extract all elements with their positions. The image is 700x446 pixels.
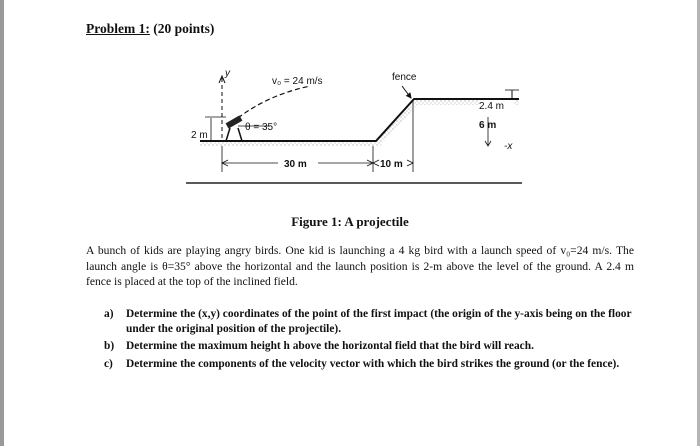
right-border [697, 0, 700, 446]
launch-height-marker [205, 116, 226, 140]
fence-label: fence [392, 72, 417, 83]
figure-caption: Figure 1: A projectile [291, 214, 409, 229]
y-axis-label: y [224, 68, 231, 79]
question-a: a) Determine the (x,y) coordinates of th… [104, 307, 636, 337]
question-b-text: Determine the maximum height h above the… [126, 340, 534, 353]
field-height-marker [484, 117, 492, 147]
dim-30m [221, 159, 374, 167]
launcher [225, 115, 270, 142]
problem-statement: A bunch of kids are playing angry birds.… [86, 244, 634, 288]
question-a-label: a) [104, 308, 114, 320]
problem-number: Problem 1: [86, 21, 150, 36]
question-c-label: c) [104, 357, 113, 370]
angle-label: θ = 35° [245, 122, 277, 133]
problem-points: (20 points) [149, 21, 215, 36]
left-border [0, 0, 4, 446]
question-a-text: Determine the (x,y) coordinates of the p… [126, 308, 632, 336]
fence-height-label: 2.4 m [479, 101, 504, 112]
velocity-label: v₀ = 24 m/s [272, 76, 323, 87]
launch-height-label: 2 m [191, 130, 208, 141]
dim-10m-label: 10 m [380, 159, 403, 170]
field-height-label: 6 m [479, 120, 496, 131]
dim-10m [372, 159, 414, 167]
x-axis-label: -x [504, 141, 513, 152]
fence-pointer [401, 85, 412, 99]
problem-title: Problem 1: (20 points) [86, 21, 214, 37]
question-b-label: b) [104, 340, 115, 353]
dim-30m-label: 30 m [284, 159, 307, 170]
question-c: c) Determine the components of the veloc… [104, 357, 636, 372]
question-c-text: Determine the components of the velocity… [126, 357, 620, 370]
question-b: b) Determine the maximum height h above … [104, 339, 636, 354]
question-list: a) Determine the (x,y) coordinates of th… [104, 307, 636, 374]
fence-height-marker [480, 89, 519, 110]
trajectory [237, 85, 311, 119]
y-axis [218, 74, 226, 141]
